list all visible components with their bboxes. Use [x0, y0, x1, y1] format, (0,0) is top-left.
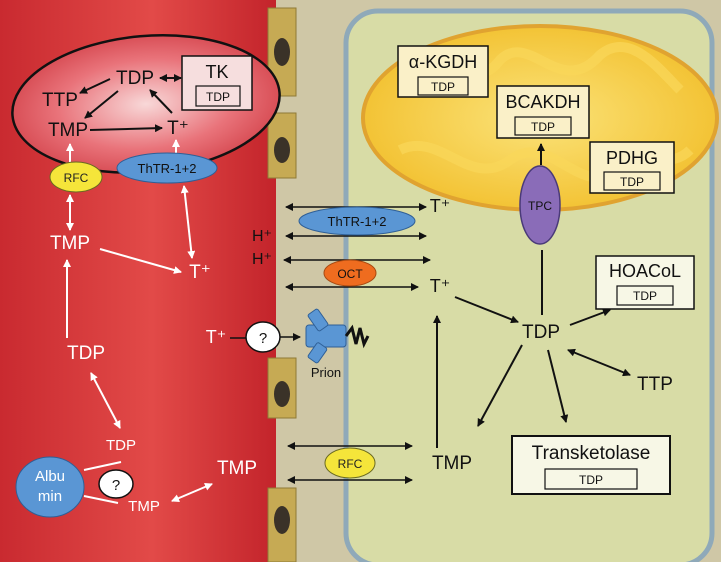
- endothelial-nucleus: [274, 381, 290, 407]
- tpc-label: TPC: [528, 199, 552, 213]
- rbc-tmp-label: TMP: [48, 120, 88, 141]
- mitochondrial-enzymes: α-KGDH TDP BCAKDH TDP PDHG TDP: [397, 45, 675, 194]
- pdhg-cofactor-box: [603, 171, 661, 191]
- hep-tdp: TDP: [522, 322, 560, 343]
- endothelial-nucleus: [274, 506, 290, 534]
- hepatocyte-contents: TMP TDP TPC HOACoL TDP TTP Transketolase…: [432, 143, 695, 495]
- pdhg-label: PDHG: [606, 148, 658, 168]
- arrow-thtr-tplus-plasma: [180, 185, 196, 259]
- rbc-ttp-label: TTP: [42, 90, 78, 111]
- membrane-t-plus-top: T⁺: [430, 196, 451, 216]
- plasma-tmp-upper: TMP: [50, 233, 90, 254]
- akgdh-cofactor-label: TDP: [431, 80, 455, 94]
- tpc-transporter: [519, 165, 561, 245]
- albumin: [15, 456, 85, 518]
- albumin-link-tmp: [83, 495, 119, 504]
- pdhg-cofactor-label: TDP: [620, 175, 644, 189]
- rbc-thtr-transporter: [116, 152, 218, 184]
- rbc-rfc-label: RFC: [64, 171, 89, 185]
- bcakdh-cofactor-label: TDP: [531, 120, 555, 134]
- transketolase-cofactor-box: [544, 468, 638, 490]
- plasma-t-plus: T⁺: [189, 262, 211, 283]
- hoacol-cofactor-label: TDP: [633, 289, 657, 303]
- arrow-tdp-to-tmp: [477, 344, 523, 427]
- arrow-tdp-ttp: [567, 348, 631, 377]
- endothelial-nucleus: [274, 137, 290, 163]
- tk-enzyme-label: TK: [205, 62, 228, 82]
- membrane-transport: T⁺ ThTR-1+2 H⁺ H⁺ OCT T⁺ T⁺ ? Prion RFC: [206, 196, 451, 484]
- plasma-contents: TMP T⁺ TDP TDP Albu min ? TMP TMP: [15, 185, 257, 518]
- arrow-rbc-tdp-to-tmp: [84, 90, 119, 119]
- bcakdh-cofactor-box: [514, 116, 572, 136]
- hep-tmp: TMP: [432, 453, 472, 474]
- erythrocyte-contents: TDP TTP TMP T⁺ TK TDP: [42, 55, 253, 166]
- albumin-link-tdp: [83, 461, 122, 471]
- albumin-label-line1: Albu: [35, 468, 65, 485]
- hoacol-label: HOACoL: [609, 261, 681, 281]
- arrow-rbc-tplus-to-tdp: [149, 89, 173, 114]
- prion-protein-icon: [305, 308, 370, 364]
- rbc-t-plus-label: T⁺: [167, 118, 189, 139]
- albumin-label-line2: min: [38, 488, 62, 505]
- arrow-tdp-to-transketolase: [547, 349, 569, 423]
- arrow-hep-tplus-to-tdp: [454, 296, 519, 324]
- tk-cofactor-box: [195, 85, 241, 107]
- arrow-tmp-bottom-right: [171, 483, 213, 502]
- arrow-tmp-to-tplus: [99, 248, 182, 274]
- tk-cofactor-label: TDP: [206, 90, 230, 104]
- hep-ttp: TTP: [637, 374, 673, 395]
- arrow-tdp-to-hoacol: [569, 308, 611, 326]
- oct-transporter: [323, 259, 377, 287]
- akgdh-label: α-KGDH: [409, 52, 477, 72]
- membrane-thtr-transporter: [298, 206, 416, 236]
- prion-question-label: ?: [259, 330, 267, 347]
- plasma-tdp-lower: TDP: [106, 437, 136, 454]
- membrane-rfc-transporter: [324, 447, 376, 479]
- albumin-question-marker: [98, 469, 134, 499]
- h-plus-2: H⁺: [252, 251, 272, 268]
- plasma-tdp-mid: TDP: [67, 343, 105, 364]
- transketolase-label: Transketolase: [532, 443, 651, 464]
- membrane-t-plus-left: T⁺: [206, 327, 227, 347]
- endothelial-nucleus: [274, 38, 290, 66]
- membrane-thtr-label: ThTR-1+2: [328, 214, 387, 229]
- bcakdh-label: BCAKDH: [505, 92, 580, 112]
- hoacol-cofactor-box: [616, 285, 674, 306]
- rbc-rfc-transporter: [49, 161, 103, 193]
- h-plus-1: H⁺: [252, 228, 272, 245]
- oct-label: OCT: [337, 267, 363, 281]
- prion-label: Prion: [311, 365, 341, 380]
- plasma-tmp-right: TMP: [217, 458, 257, 479]
- membrane-t-plus-oct: T⁺: [430, 276, 451, 296]
- rbc-thtr-label: ThTR-1+2: [138, 161, 197, 176]
- arrow-rbc-tdp-to-ttp: [79, 78, 111, 94]
- membrane-rfc-label: RFC: [338, 457, 363, 471]
- akgdh-cofactor-box: [417, 76, 469, 96]
- albumin-question-label: ?: [112, 477, 120, 494]
- transketolase-cofactor-label: TDP: [579, 473, 603, 487]
- arrow-rbc-tmp-to-tplus: [89, 124, 163, 133]
- plasma-tmp-bottom: TMP: [128, 498, 160, 515]
- endothelial-cells: [267, 7, 297, 563]
- rbc-tdp-label: TDP: [116, 68, 154, 89]
- arrow-tdp-mid-lower: [90, 372, 121, 429]
